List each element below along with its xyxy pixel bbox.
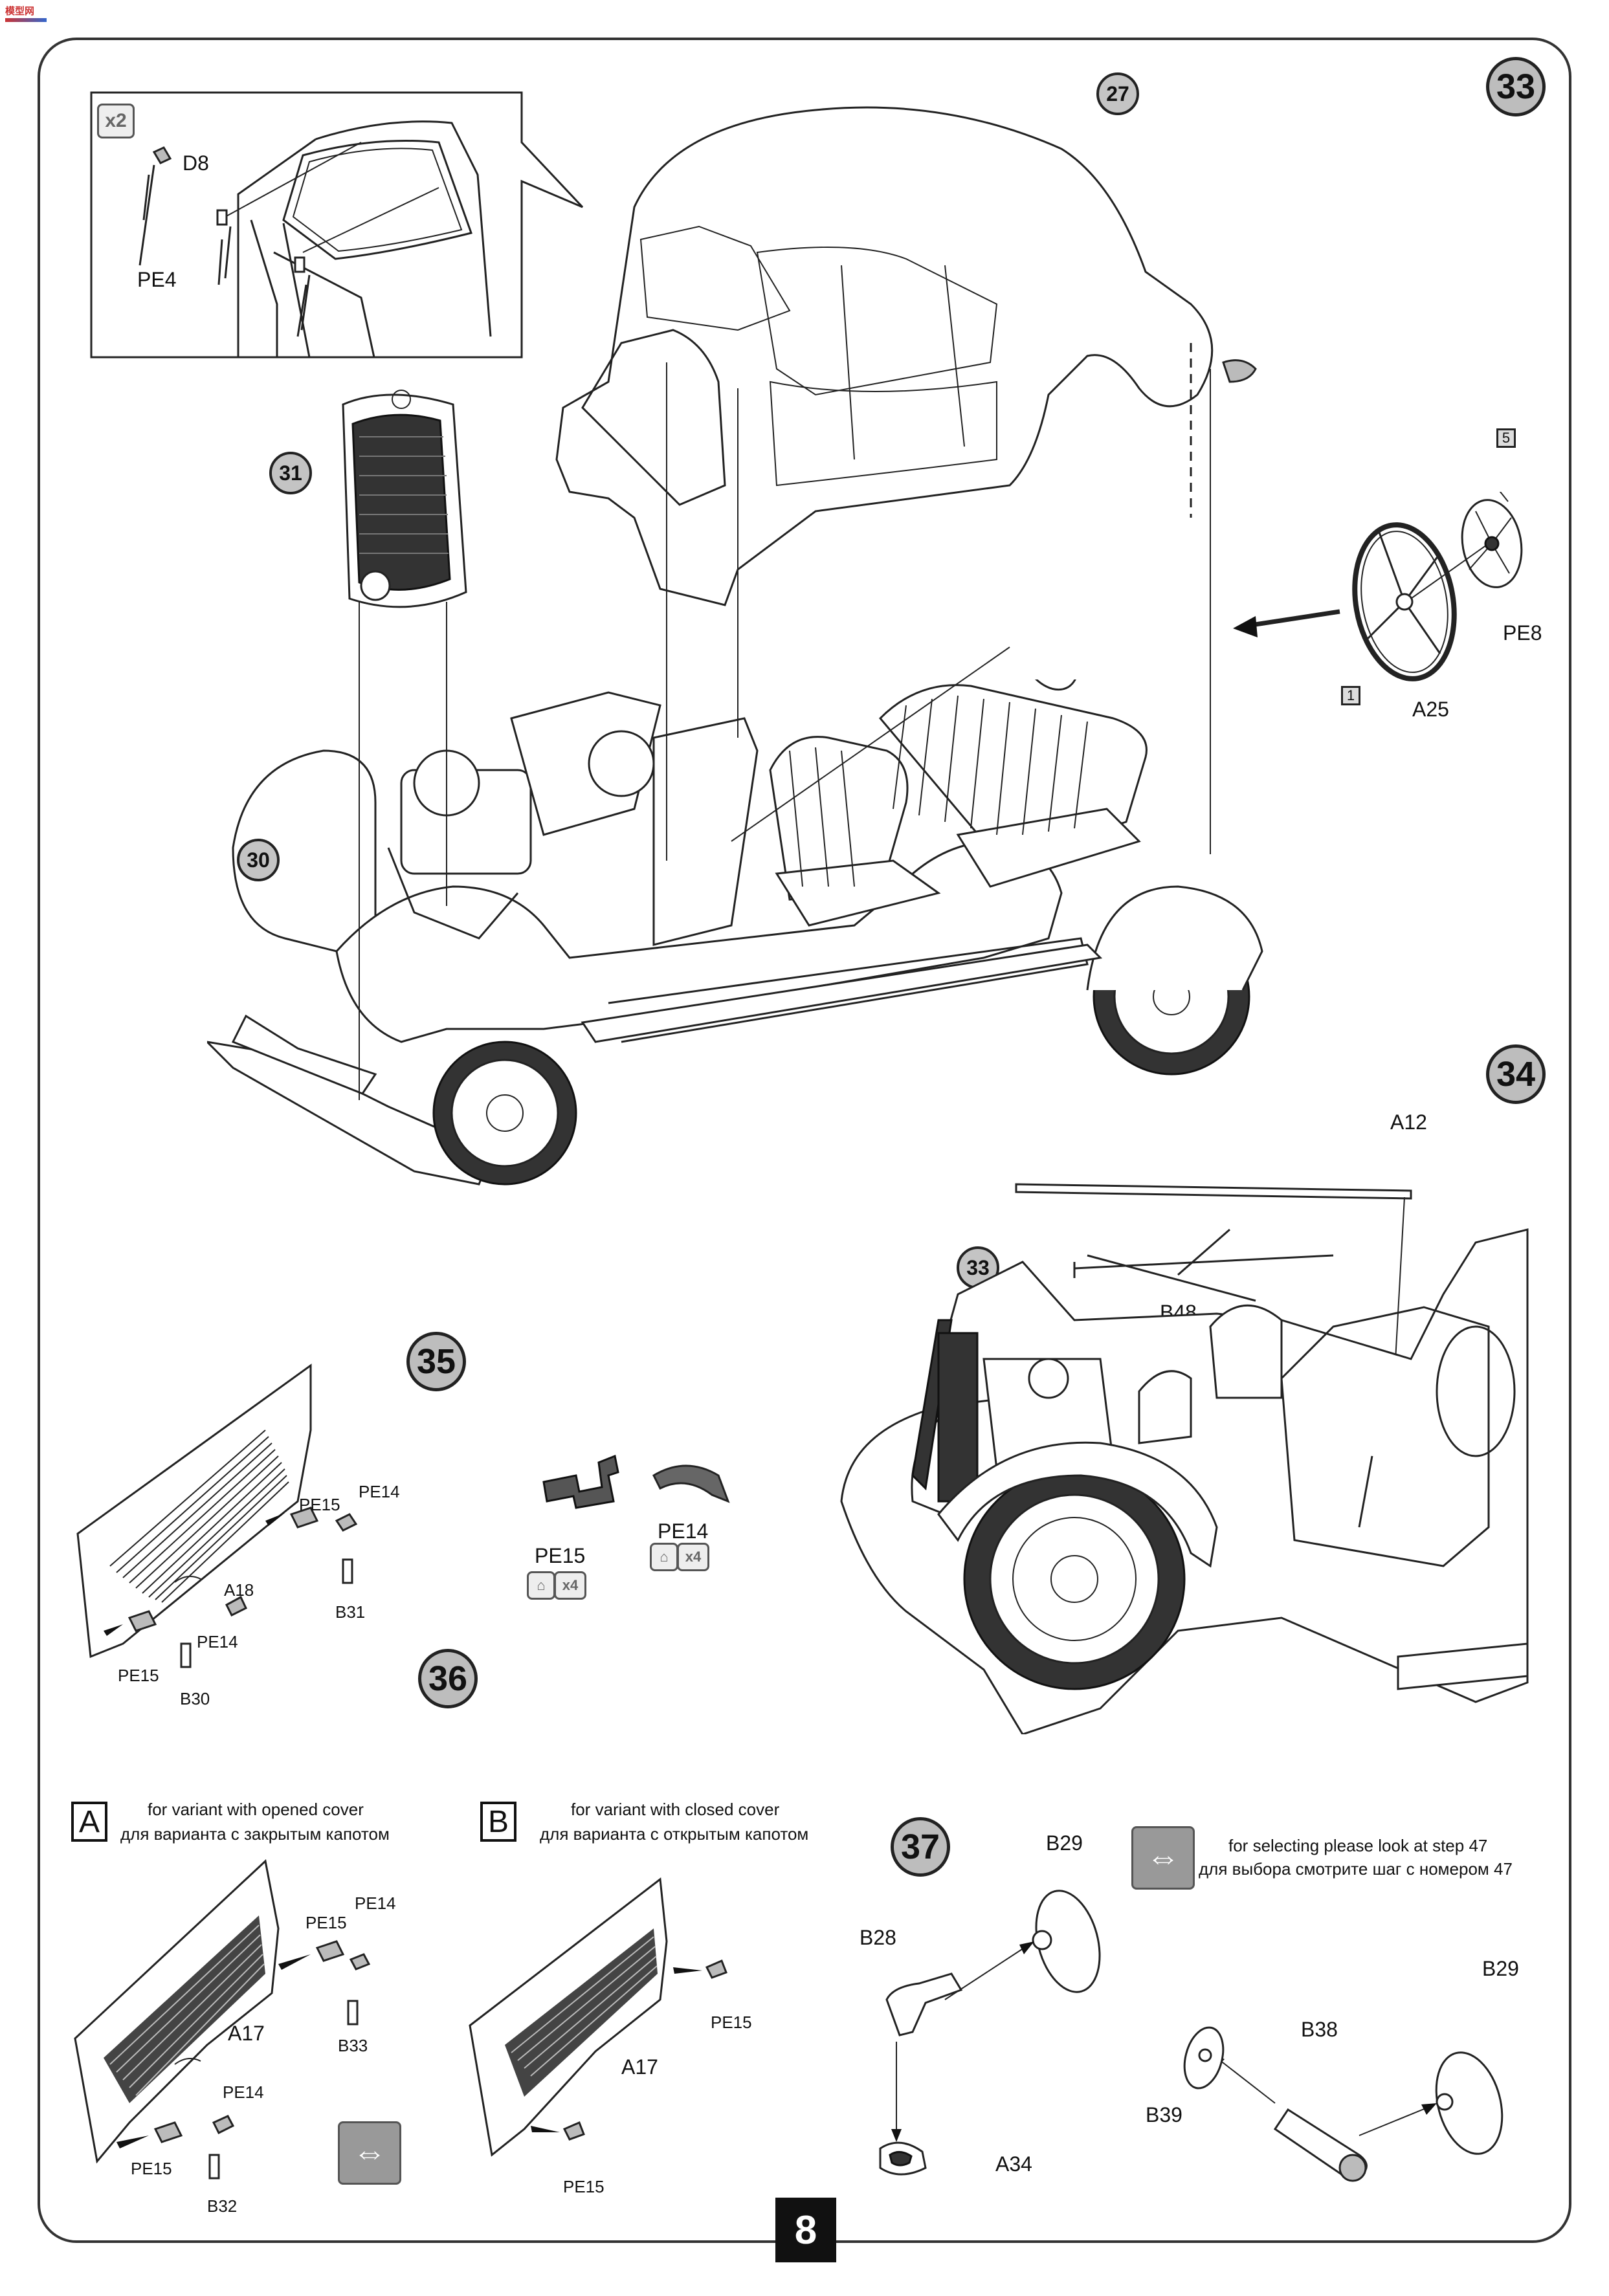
quantity-x4-badge-pe15: x4 bbox=[554, 1571, 586, 1600]
label-b29: B29 bbox=[1046, 1831, 1083, 1855]
callout-30: 30 bbox=[237, 839, 280, 881]
variant-b-russian: для варианта с открытым капотом bbox=[540, 1824, 809, 1844]
reference-square-1: 1 bbox=[1341, 686, 1360, 705]
either-or-icon-variant-a: ⇔ bbox=[338, 2121, 401, 2185]
label-a18: A18 bbox=[224, 1580, 254, 1600]
steering-wheel-drawing bbox=[1352, 492, 1523, 681]
step-number-34: 34 bbox=[1486, 1044, 1546, 1104]
label-pe15-lower: PE15 bbox=[118, 1666, 159, 1685]
label-b30: B30 bbox=[180, 1689, 210, 1708]
quantity-x4-text-pe14: x4 bbox=[685, 1549, 702, 1565]
chassis-drawing bbox=[207, 679, 1263, 1186]
step36-variant-a-drawing bbox=[74, 1859, 371, 2180]
either-or-icon-step37: ⇔ bbox=[1131, 1826, 1195, 1890]
variant-b-english: for variant with closed cover bbox=[571, 1800, 780, 1819]
car-body-shell-drawing bbox=[555, 106, 1257, 606]
selection-note-english: for selecting please look at step 47 bbox=[1228, 1836, 1488, 1855]
callout-27: 27 bbox=[1096, 72, 1139, 115]
label-b31: B31 bbox=[335, 1602, 366, 1622]
variant-a-english: for variant with opened cover bbox=[148, 1800, 364, 1819]
variant-a-russian: для варианта с закрытым капотом bbox=[120, 1824, 390, 1844]
selection-note-russian: для выбора смотрите шаг с номером 47 bbox=[1199, 1859, 1513, 1879]
step-number-35: 35 bbox=[406, 1332, 466, 1391]
quantity-x4-text-pe15: x4 bbox=[562, 1577, 579, 1593]
label-pe15: PE15 bbox=[299, 1495, 340, 1514]
label-pe8: PE8 bbox=[1503, 621, 1542, 645]
label-pe14: PE14 bbox=[359, 1482, 400, 1501]
label-b29-right: B29 bbox=[1482, 1957, 1519, 1980]
label-a-a17: A17 bbox=[228, 2022, 265, 2045]
variant-a-box: A bbox=[71, 1802, 107, 1842]
site-logo-stripe bbox=[5, 18, 47, 22]
label-pe15-big: PE15 bbox=[535, 1544, 586, 1567]
step35-hood-side-drawing bbox=[76, 1363, 358, 1668]
label-a-pe14-lower: PE14 bbox=[223, 2082, 264, 2102]
label-a-pe15: PE15 bbox=[305, 1913, 347, 1932]
variant-b-box: B bbox=[480, 1802, 516, 1842]
label-pe14-big: PE14 bbox=[658, 1519, 709, 1543]
label-a12: A12 bbox=[1390, 1110, 1427, 1134]
pe15-part-drawing bbox=[542, 1454, 619, 1509]
quantity-x2-badge: x2 bbox=[97, 104, 135, 138]
step-number-33: 33 bbox=[1486, 57, 1546, 116]
step36-variant-b-drawing bbox=[469, 1877, 727, 2157]
reference-square-5: 5 bbox=[1496, 428, 1516, 448]
step-number-36: 36 bbox=[418, 1649, 478, 1708]
pe14-part-drawing bbox=[652, 1464, 730, 1503]
step34-car-drawing bbox=[840, 1183, 1529, 1734]
step37-mirror-b-drawing bbox=[1183, 2026, 1504, 2182]
label-b-a17: A17 bbox=[621, 2055, 658, 2079]
bend-icon-pe15: ⌂ bbox=[527, 1571, 555, 1600]
callout-31: 31 bbox=[269, 452, 312, 494]
label-pe4: PE4 bbox=[137, 268, 177, 291]
quantity-x2-text: x2 bbox=[105, 110, 127, 131]
label-b-pe15: PE15 bbox=[711, 2013, 752, 2032]
label-b39: B39 bbox=[1146, 2103, 1182, 2126]
page-number: 8 bbox=[775, 2198, 836, 2262]
label-b38: B38 bbox=[1301, 2018, 1338, 2041]
label-b28: B28 bbox=[860, 1926, 896, 1949]
label-pe14-lower: PE14 bbox=[197, 1632, 238, 1651]
label-a-b33: B33 bbox=[338, 2036, 368, 2055]
label-d8: D8 bbox=[183, 151, 209, 175]
step-number-37: 37 bbox=[891, 1817, 950, 1877]
bend-icon-pe14: ⌂ bbox=[650, 1543, 678, 1571]
inset-box bbox=[90, 91, 584, 359]
label-a25: A25 bbox=[1412, 698, 1449, 721]
quantity-x4-badge-pe14: x4 bbox=[677, 1543, 709, 1571]
site-logo-text: 模型网 bbox=[5, 6, 35, 17]
label-a-b32: B32 bbox=[207, 2196, 238, 2216]
label-a-pe15-lower: PE15 bbox=[131, 2159, 172, 2178]
label-a-pe14: PE14 bbox=[355, 1893, 396, 1913]
radiator-grille-drawing bbox=[342, 390, 467, 608]
label-a34: A34 bbox=[995, 2152, 1032, 2176]
step37-mirror-a-drawing bbox=[879, 1890, 1101, 2176]
site-logo: 模型网 bbox=[5, 4, 47, 26]
callout-33: 33 bbox=[957, 1246, 999, 1289]
label-b-pe15-lower: PE15 bbox=[563, 2177, 605, 2196]
